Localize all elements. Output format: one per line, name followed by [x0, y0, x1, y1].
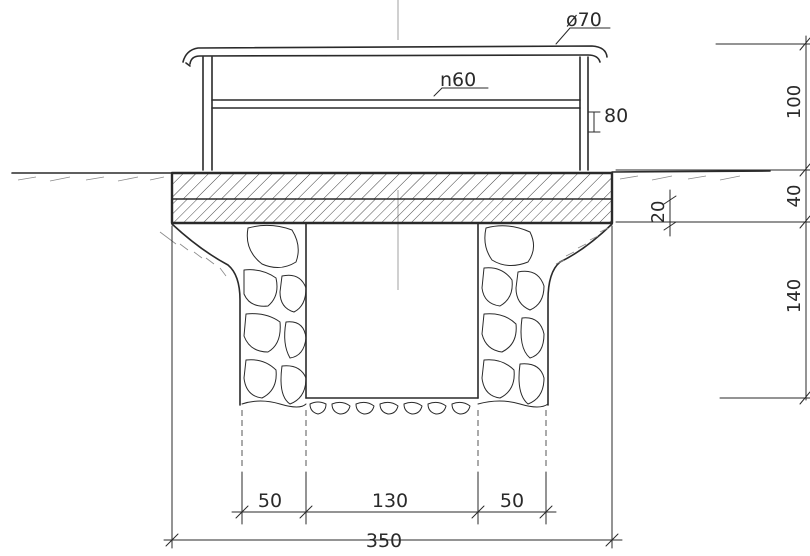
- dim-top-layer: 20: [648, 201, 669, 224]
- rail-diameter-label: ø70: [566, 9, 602, 31]
- vertical-dimensions: [615, 35, 810, 405]
- dim-left-footing: 50: [258, 490, 282, 512]
- concrete-slab: [170, 171, 614, 225]
- foundation-outline: [159, 223, 613, 406]
- rubble-fill-left: [243, 224, 307, 405]
- dim-foundation-depth: 140: [784, 279, 805, 313]
- central-opening: [305, 223, 479, 399]
- dim-total-width: 350: [366, 530, 402, 552]
- horizontal-dimensions: [163, 505, 623, 547]
- rubble-fill-right: [481, 225, 545, 405]
- middle-rail-label: n60: [440, 69, 476, 91]
- dim-slab-thickness: 40: [784, 185, 805, 208]
- dim-core: 130: [372, 490, 408, 512]
- post-profile-label: 80: [604, 105, 628, 127]
- gravel-base: [241, 400, 549, 415]
- railing-post-right: [579, 56, 589, 171]
- dim-railing-height: 100: [784, 85, 805, 119]
- handrail: [182, 45, 608, 67]
- railing-post-left: [202, 56, 213, 171]
- leader-lines: [433, 27, 611, 133]
- dim-right-footing: 50: [500, 490, 524, 512]
- extension-lines: [171, 225, 613, 549]
- ground-line: [11, 170, 771, 182]
- middle-rail: [211, 99, 581, 109]
